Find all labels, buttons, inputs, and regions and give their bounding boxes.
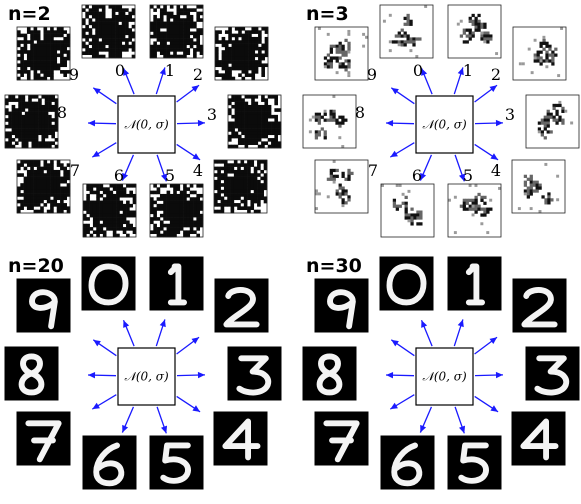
digit-label-8: 8 (57, 103, 67, 122)
sample-tile-6 (82, 183, 137, 238)
digit-label-9: 9 (69, 65, 79, 84)
sample-tile-8 (302, 94, 357, 149)
sample-tile-3 (227, 346, 282, 401)
sample-tile-9 (314, 278, 369, 333)
sample-tile-1 (149, 4, 204, 59)
sample-tile-0 (379, 256, 434, 311)
digit-label-4: 4 (491, 161, 501, 180)
sample-tile-8 (302, 346, 357, 401)
noise-distribution-label: 𝒩(0, σ) (422, 118, 467, 132)
digit-label-5: 5 (165, 166, 175, 185)
noise-source-box (117, 95, 176, 154)
sample-tile-5 (447, 435, 502, 490)
sample-tile-5 (149, 435, 204, 490)
digit-label-6: 6 (114, 166, 124, 185)
sample-tile-5 (447, 183, 502, 238)
panel-title: n=3 (306, 3, 349, 25)
sample-tile-1 (447, 256, 502, 311)
digit-label-0: 0 (115, 61, 125, 80)
sample-tile-6 (82, 435, 137, 490)
sample-tile-9 (314, 26, 369, 81)
sample-tile-7 (314, 411, 369, 466)
sample-tile-0 (81, 4, 136, 59)
sample-tile-0 (379, 4, 434, 59)
sample-tile-7 (16, 159, 71, 214)
panel-4: n=30𝒩(0, σ) (302, 255, 580, 490)
digit-label-1: 1 (165, 61, 175, 80)
digit-label-9: 9 (367, 65, 377, 84)
sample-tile-0 (81, 256, 136, 311)
sample-tile-1 (149, 256, 204, 311)
digit-label-3: 3 (505, 105, 515, 124)
sample-tile-7 (16, 411, 71, 466)
digit-label-4: 4 (193, 161, 203, 180)
sample-tile-3 (525, 94, 580, 149)
sample-tile-4 (511, 159, 566, 214)
sample-tile-4 (213, 159, 268, 214)
panel-title: n=20 (8, 255, 64, 277)
digit-label-7: 7 (368, 161, 378, 180)
digit-label-8: 8 (355, 103, 365, 122)
digit-label-7: 7 (70, 161, 80, 180)
noise-source-box (415, 347, 474, 406)
sample-tile-3 (227, 94, 282, 149)
sample-tile-3 (525, 346, 580, 401)
noise-source-box (415, 95, 474, 154)
sample-tile-2 (512, 26, 567, 81)
sample-tile-1 (447, 4, 502, 59)
sample-tile-9 (16, 26, 71, 81)
sample-tile-7 (314, 159, 369, 214)
sample-tile-5 (149, 183, 204, 238)
noise-source-box (117, 347, 176, 406)
digit-label-2: 2 (491, 65, 501, 84)
noise-distribution-label: 𝒩(0, σ) (124, 118, 169, 132)
digit-label-5: 5 (463, 166, 473, 185)
digit-label-1: 1 (463, 61, 473, 80)
sample-tile-2 (214, 26, 269, 81)
digit-label-2: 2 (193, 65, 203, 84)
noise-distribution-label: 𝒩(0, σ) (422, 370, 467, 384)
panel-title: n=2 (8, 3, 51, 25)
sample-tile-4 (511, 411, 566, 466)
sample-tile-9 (16, 278, 71, 333)
sample-tile-4 (213, 411, 268, 466)
sample-tile-2 (214, 278, 269, 333)
digit-label-0: 0 (413, 61, 423, 80)
sample-tile-8 (4, 94, 59, 149)
sample-tile-2 (512, 278, 567, 333)
noise-distribution-label: 𝒩(0, σ) (124, 370, 169, 384)
digit-label-3: 3 (207, 105, 217, 124)
sample-tile-6 (380, 183, 435, 238)
panel-3: n=20𝒩(0, σ) (4, 255, 282, 490)
panel-title: n=30 (306, 255, 362, 277)
sample-tile-8 (4, 346, 59, 401)
digit-label-6: 6 (412, 166, 422, 185)
sample-tile-6 (380, 435, 435, 490)
